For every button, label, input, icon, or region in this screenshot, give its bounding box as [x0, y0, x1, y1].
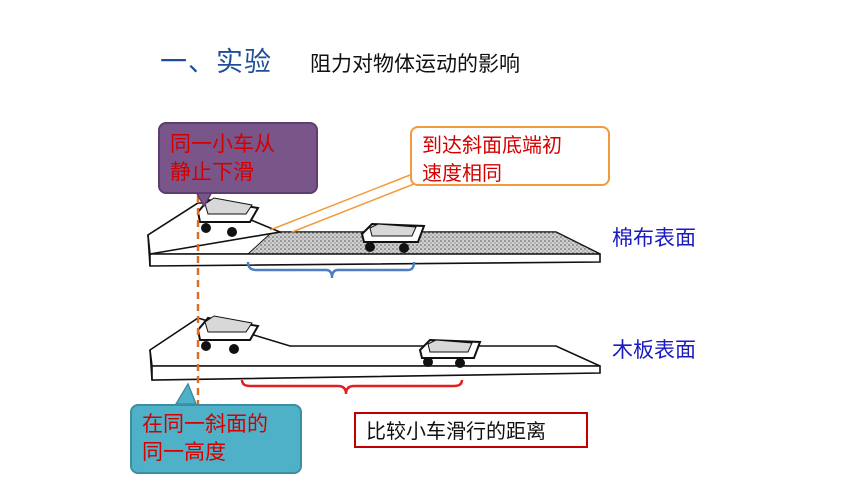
bottom-board-front [151, 365, 601, 381]
bottom-ramp-side [149, 349, 153, 381]
same-speed-callout: 到达斜面底端初 速度相同 [410, 126, 610, 186]
wood-surface-label: 木板表面 [612, 338, 696, 362]
section-heading: 一、实验 [160, 47, 272, 78]
compare-distance-callout: 比较小车滑行的距离 [354, 412, 588, 448]
cart-bottom-end [418, 338, 482, 368]
same-cart-line-2: 静止下滑 [170, 160, 254, 184]
top-board-front [149, 253, 601, 267]
pointer-line-1 [269, 174, 411, 231]
teal-callout-tail [174, 382, 198, 405]
cotton-track [147, 202, 601, 267]
same-height-callout: 在同一斜面的 同一高度 [130, 404, 302, 474]
same-height-line-2: 同一高度 [142, 440, 226, 464]
same-cart-line-1: 同一小车从 [170, 132, 275, 156]
same-height-line-1: 在同一斜面的 [142, 412, 268, 436]
cart-bottom-start [196, 315, 260, 354]
same-speed-line-2: 速度相同 [422, 161, 502, 185]
same-cart-callout: 同一小车从 静止下滑 [158, 122, 318, 194]
wood-distance-bracket [240, 379, 464, 395]
cart-top-end [360, 222, 426, 253]
same-speed-line-1: 到达斜面底端初 [422, 133, 562, 157]
pointer-line-2 [291, 183, 415, 233]
cart-top-start [196, 197, 260, 237]
cotton-surface-label: 棉布表面 [612, 226, 696, 250]
cotton-cloth [246, 231, 601, 255]
experiment-topic: 阻力对物体运动的影响 [310, 52, 520, 76]
cotton-distance-bracket [246, 261, 416, 279]
